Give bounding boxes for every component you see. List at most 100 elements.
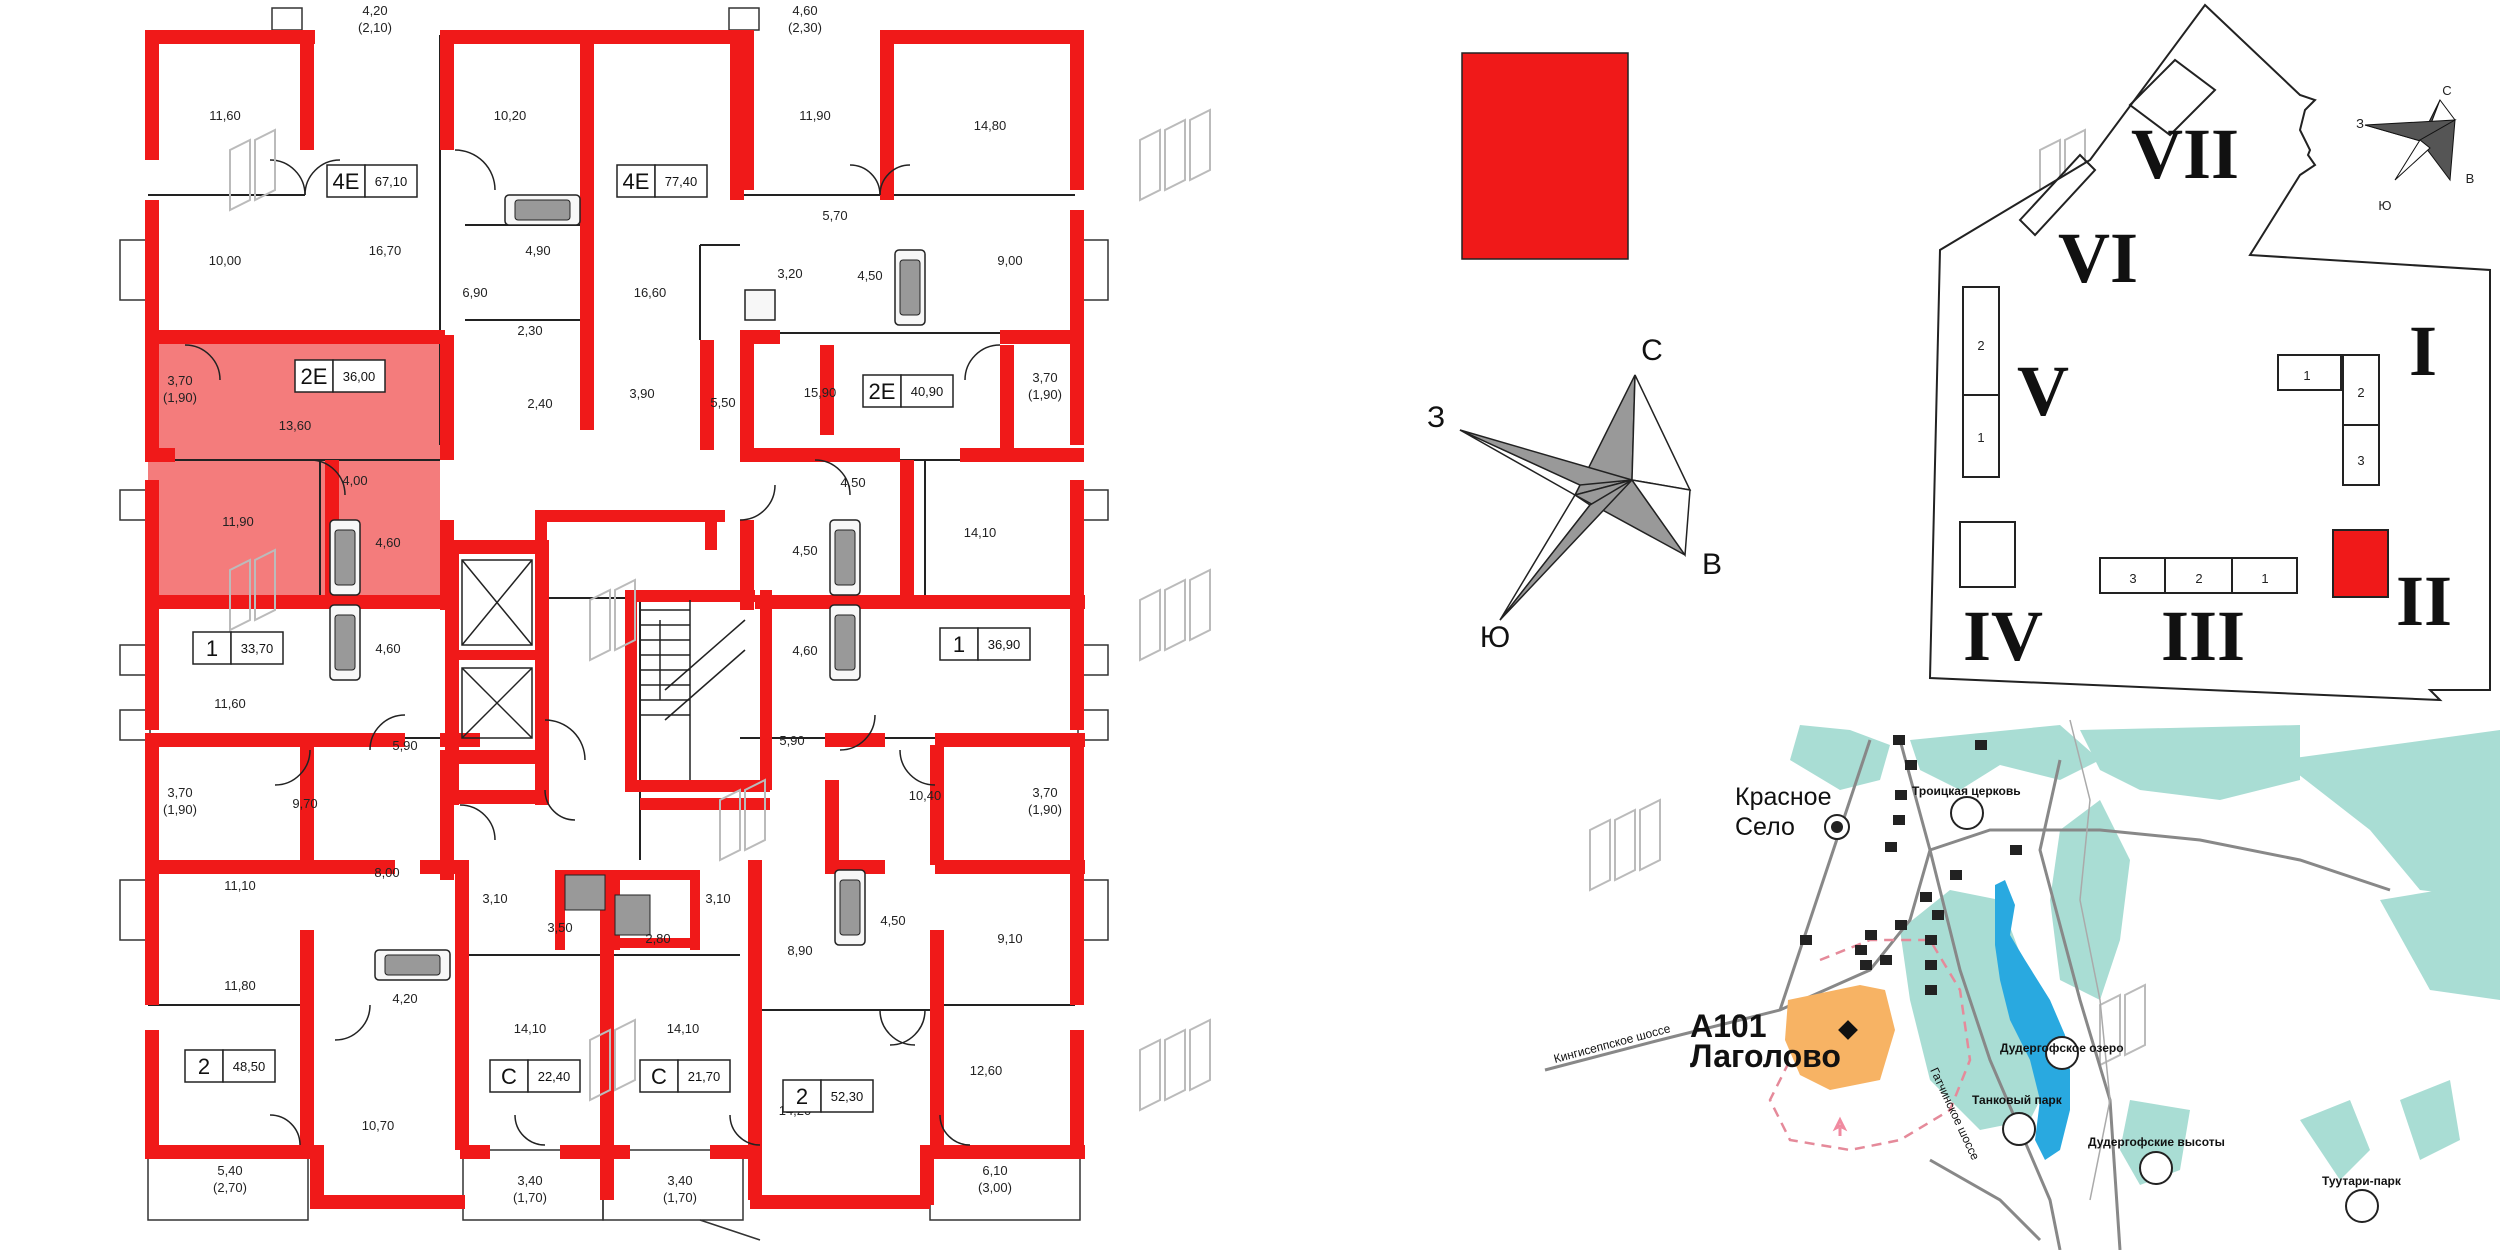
site-section-label: 1 — [2303, 368, 2310, 383]
room-area-label: 8,90 — [787, 943, 812, 958]
compass-small: С В Ю З — [2356, 83, 2474, 213]
room-area-label: (1,90) — [1028, 387, 1062, 402]
apartment-area: 48,50 — [233, 1059, 266, 1074]
room-area-label: (2,10) — [358, 20, 392, 35]
compass-north-label: С — [1641, 334, 1663, 367]
apartment-area: 33,70 — [241, 641, 274, 656]
room-area-label: 3,70 — [1032, 370, 1057, 385]
room-area-label: 4,60 — [375, 535, 400, 550]
site-section-label: 2 — [2195, 571, 2202, 586]
compass-small-east: В — [2466, 171, 2475, 186]
apartment-badge[interactable]: 4E 67,10 — [326, 164, 418, 198]
room-area-label: 14,10 — [964, 525, 997, 540]
map-project-name-line1: A101 — [1690, 1008, 1767, 1044]
apartment-badge[interactable]: C 22,40 — [489, 1059, 581, 1093]
map-poi-label: Танковый парк — [1972, 1093, 2063, 1107]
site-building-label: I — [2409, 311, 2437, 391]
room-area-label: 3,70 — [167, 785, 192, 800]
room-area-label: 6,10 — [982, 1163, 1007, 1178]
room-area-label: (1,70) — [513, 1190, 547, 1205]
room-area-label: 5,40 — [217, 1163, 242, 1178]
compass-small-south: Ю — [2378, 198, 2391, 213]
room-area-label: 4,50 — [792, 543, 817, 558]
apartment-area: 36,90 — [988, 637, 1021, 652]
room-area-label: 3,10 — [705, 891, 730, 906]
site-section-label: 2 — [2357, 385, 2364, 400]
apartment-type: 1 — [206, 636, 218, 661]
compass-south-label: Ю — [1480, 621, 1510, 654]
room-area-label: 4,20 — [392, 991, 417, 1006]
compass-west-label: З — [1427, 401, 1445, 434]
room-area-label: 5,50 — [710, 395, 735, 410]
apartment-type: C — [501, 1064, 517, 1089]
room-area-label: (1,90) — [163, 390, 197, 405]
room-area-label: 9,70 — [292, 796, 317, 811]
site-section-label: 2 — [1977, 338, 1984, 353]
room-area-label: 3,40 — [517, 1173, 542, 1188]
room-area-label: 3,40 — [667, 1173, 692, 1188]
room-area-label: 6,90 — [462, 285, 487, 300]
room-area-label: 4,50 — [880, 913, 905, 928]
site-section-label: 1 — [1977, 430, 1984, 445]
apartment-badge[interactable]: C 21,70 — [639, 1059, 731, 1093]
compass-small-north: С — [2442, 83, 2451, 98]
room-area-label: 10,40 — [909, 788, 942, 803]
site-section-label: 1 — [2261, 571, 2268, 586]
room-area-label: (1,90) — [1028, 802, 1062, 817]
room-area-label: 8,00 — [374, 865, 399, 880]
apartment-area: 22,40 — [538, 1069, 571, 1084]
room-area-label: 2,30 — [517, 323, 542, 338]
room-area-label: 4,50 — [857, 268, 882, 283]
room-area-label: 10,20 — [494, 108, 527, 123]
room-area-label: 4,50 — [840, 475, 865, 490]
site-building-label: III — [2161, 596, 2245, 676]
apartment-type: C — [651, 1064, 667, 1089]
room-area-label: 9,00 — [997, 253, 1022, 268]
room-area-label: 3,50 — [547, 920, 572, 935]
room-area-label: (1,70) — [663, 1190, 697, 1205]
compass-small-west: З — [2356, 116, 2364, 131]
room-area-label: 11,80 — [224, 978, 256, 993]
room-area-label: 3,90 — [629, 386, 654, 401]
map-project-name-line2: Лаголово — [1690, 1038, 1841, 1074]
site-building-selected[interactable] — [2332, 529, 2389, 598]
site-building-label: II — [2396, 561, 2452, 641]
site-building-label: IV — [1963, 596, 2043, 676]
project-site — [1785, 985, 1895, 1090]
room-area-label: 12,60 — [970, 1063, 1003, 1078]
selected-apartment[interactable] — [148, 333, 440, 598]
room-area-label: 2,40 — [527, 396, 552, 411]
room-area-label: 11,90 — [799, 108, 831, 123]
apartment-type: 2E — [869, 379, 896, 404]
apartment-type: 4E — [333, 169, 360, 194]
apartment-type: 2 — [796, 1084, 808, 1109]
room-area-label: 4,60 — [375, 641, 400, 656]
location-map: Красное Село A101 Лаголово Троицкая церк… — [1544, 719, 2500, 1250]
room-area-label: 4,60 — [792, 643, 817, 658]
map-town-label-line2: Село — [1735, 813, 1795, 841]
room-area-label: 9,10 — [997, 931, 1022, 946]
apartment-area: 67,10 — [375, 174, 408, 189]
walls — [145, 30, 1085, 1209]
map-poi-label: Туутари-парк — [2322, 1174, 2402, 1188]
site-section-label: 3 — [2129, 571, 2136, 586]
map-poi-label: Дудергофские высоты — [2088, 1135, 2225, 1149]
room-area-label: 14,80 — [974, 118, 1007, 133]
apartment-type: 2E — [301, 364, 328, 389]
room-area-label: 3,70 — [1032, 785, 1057, 800]
room-area-label: 14,10 — [514, 1021, 547, 1036]
apartment-area: 21,70 — [688, 1069, 721, 1084]
compass-east-label: В — [1702, 548, 1722, 581]
room-area-label: (2,70) — [213, 1180, 247, 1195]
room-area-label: 11,60 — [209, 108, 241, 123]
room-area-label: 3,70 — [167, 373, 192, 388]
